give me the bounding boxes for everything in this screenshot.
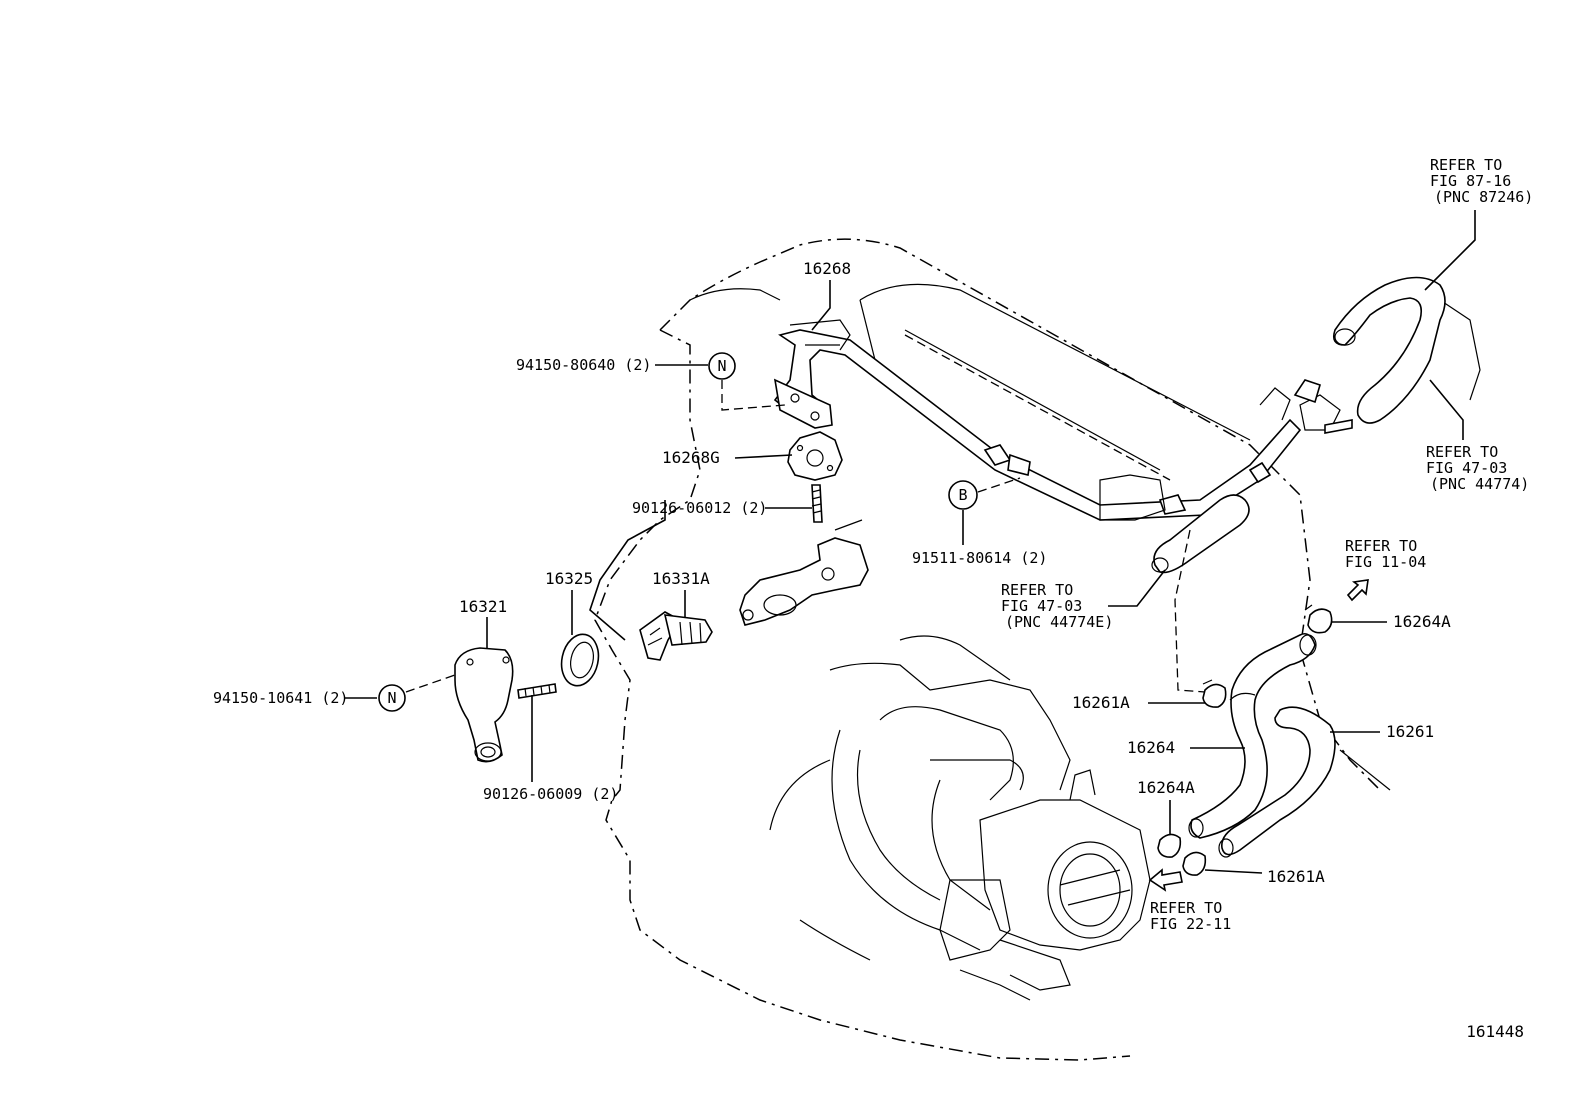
upper-hoses (1151, 276, 1446, 574)
stud-bolt-upper-icon (811, 484, 823, 523)
marker-b: B (948, 480, 978, 510)
marker-n-upper: N (708, 352, 736, 380)
part-label-16261A-bottom: 16261A (1267, 867, 1325, 886)
stud-bolt-lower-icon (517, 683, 557, 699)
part-label-16331A: 16331A (652, 569, 710, 588)
hose-clamps (1157, 604, 1333, 876)
part-label-16264A-bottom: 16264A (1137, 778, 1195, 797)
ref-22-11-line-2: FIG 22-11 (1150, 915, 1231, 933)
part-label-16325: 16325 (545, 569, 593, 588)
ref-fig-87-16: REFER TO FIG 87-16 (PNC 87246) (1430, 156, 1533, 206)
lower-engine-block (769, 635, 1151, 1001)
leader-lines (345, 210, 1476, 874)
ref-47-03-right-line-3: (PNC 44774) (1430, 475, 1529, 493)
part-label-16321: 16321 (459, 597, 507, 616)
lower-hoses (1188, 632, 1336, 858)
part-label-16261A-left: 16261A (1072, 693, 1130, 712)
part-label-94150-80640: 94150-80640 (2) (516, 356, 651, 374)
ref-fig-47-03-mid: REFER TO FIG 47-03 (PNC 44774E) (1001, 581, 1113, 631)
ref-fig-22-11: REFER TO FIG 22-11 (1150, 899, 1231, 933)
part-label-16268: 16268 (803, 259, 851, 278)
part-label-16268G: 16268G (662, 448, 720, 467)
water-inlet-16321-icon (454, 647, 514, 763)
thermostat-assembly (454, 431, 869, 763)
part-label-90126-06009: 90126-06009 (2) (483, 785, 618, 803)
ref-fig-47-03-right: REFER TO FIG 47-03 (PNC 44774) (1426, 443, 1529, 493)
part-label-16264A-top: 16264A (1393, 612, 1451, 631)
marker-b-label: B (958, 486, 967, 504)
ref-11-04-line-1: REFER TO (1345, 537, 1417, 555)
gasket-16268G-icon (787, 431, 843, 481)
ref-87-16-line-3: (PNC 87246) (1434, 188, 1533, 206)
ref-47-03-right-line-2: FIG 47-03 (1426, 459, 1507, 477)
ref-47-03-mid-line-1: REFER TO (1001, 581, 1073, 599)
engine-outline (594, 238, 1481, 1061)
reference-notes: REFER TO FIG 87-16 (PNC 87246) REFER TO … (1001, 156, 1533, 933)
gasket-16325-icon (560, 633, 600, 687)
ref-47-03-right-line-1: REFER TO (1426, 443, 1498, 461)
ref-47-03-mid-line-3: (PNC 44774E) (1005, 613, 1113, 631)
part-label-90126-06012: 90126-06012 (2) (632, 499, 767, 517)
ref-87-16-line-2: FIG 87-16 (1430, 172, 1511, 190)
water-bypass-pipe-16268 (773, 319, 1353, 521)
arrow-left-icon (1148, 868, 1183, 892)
ref-11-04-line-2: FIG 11-04 (1345, 553, 1426, 571)
reference-arrows (1148, 579, 1369, 892)
ref-22-11-line-1: REFER TO (1150, 899, 1222, 917)
marker-n-lower-label: N (387, 689, 396, 707)
clamp-16261A-left-icon (1202, 679, 1227, 708)
ref-fig-11-04: REFER TO FIG 11-04 (1345, 537, 1426, 571)
water-outlet-housing-icon (739, 519, 869, 626)
ref-47-03-mid-line-2: FIG 47-03 (1001, 597, 1082, 615)
thermostat-16331A-icon (639, 611, 713, 661)
ref-87-16-line-1: REFER TO (1430, 156, 1502, 174)
part-label-16261: 16261 (1386, 722, 1434, 741)
marker-n-lower: N (378, 684, 406, 712)
clamp-16264A-bottom-icon (1157, 833, 1182, 858)
clamp-16264A-top-icon (1304, 604, 1333, 634)
marker-n-upper-label: N (717, 357, 726, 375)
part-labels: 16268 94150-80640 (2) 16268G 90126-06012… (213, 259, 1451, 886)
part-label-16264: 16264 (1127, 738, 1175, 757)
part-label-94150-10641: 94150-10641 (2) (213, 689, 348, 707)
clamp-16261A-bottom-icon (1182, 851, 1207, 876)
figure-id: 161448 (1466, 1022, 1524, 1041)
arrow-up-right-icon (1346, 579, 1369, 602)
part-label-91511-80614: 91511-80614 (2) (912, 549, 1047, 567)
